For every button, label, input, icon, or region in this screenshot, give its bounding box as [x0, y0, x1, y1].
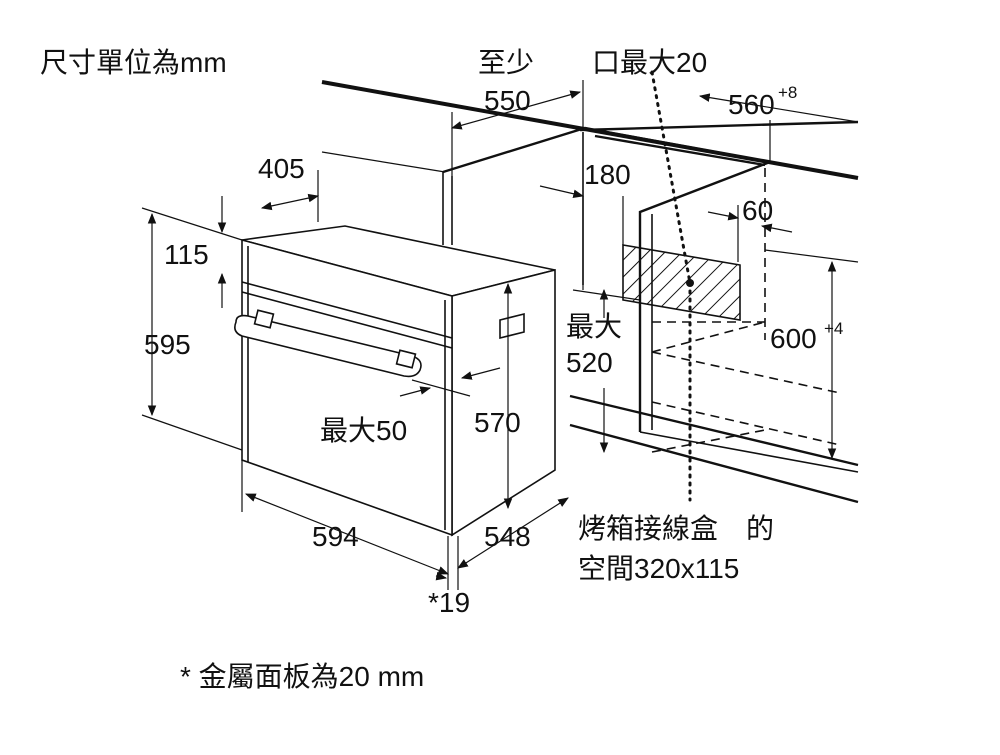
- label-405: 405: [258, 153, 305, 184]
- label-560: 560: [728, 89, 775, 120]
- hidden-line-4: [651, 401, 841, 446]
- unit-note: 尺寸單位為mm: [40, 47, 227, 78]
- label-594: 594: [312, 521, 359, 552]
- label-min: 至少: [478, 47, 534, 78]
- label-max: 最大: [566, 311, 622, 342]
- control-strip-line-2: [241, 291, 453, 349]
- cable-dotted-top: [650, 70, 692, 285]
- junction-box-area: [622, 244, 741, 321]
- label-180: 180: [584, 159, 631, 190]
- junction-label-line2: 空間320x115: [578, 553, 739, 584]
- niche-top: [442, 126, 771, 174]
- footnote: * 金屬面板為20 mm: [180, 661, 424, 692]
- label-max50: 最大50: [320, 415, 407, 446]
- countertop-back-edge: [579, 120, 859, 132]
- hidden-line-2: [651, 321, 766, 353]
- label-max20: 口最大20: [592, 47, 707, 78]
- niche-floor-back: [569, 394, 859, 467]
- label-60: 60: [742, 195, 773, 226]
- oven-handle: [234, 309, 422, 378]
- niche-floor-front: [569, 423, 859, 504]
- label-600: 600: [770, 323, 817, 354]
- label-115: 115: [164, 239, 209, 270]
- label-548: 548: [484, 521, 531, 552]
- label-560-tolerance: +8: [778, 83, 797, 102]
- hidden-line-3: [651, 351, 841, 394]
- niche-top-inner: [594, 134, 766, 167]
- dimension-lines: [141, 80, 859, 590]
- label-570: 570: [474, 407, 521, 438]
- oven-front: [241, 238, 453, 537]
- hidden-line-6: [651, 429, 766, 453]
- niche-floor-edge: [639, 431, 859, 473]
- oven-side: [451, 268, 556, 537]
- label-19: *19: [428, 587, 470, 618]
- label-600-tolerance: +4: [824, 319, 843, 338]
- niche-right-wall: [638, 160, 771, 432]
- label-520: 520: [566, 347, 613, 378]
- oven: [234, 225, 556, 537]
- cabinet: [321, 70, 859, 504]
- control-strip-line: [241, 281, 453, 339]
- junction-label-line1: 烤箱接線盒 的: [578, 513, 774, 544]
- label-595: 595: [144, 329, 191, 360]
- label-550: 550: [484, 85, 531, 116]
